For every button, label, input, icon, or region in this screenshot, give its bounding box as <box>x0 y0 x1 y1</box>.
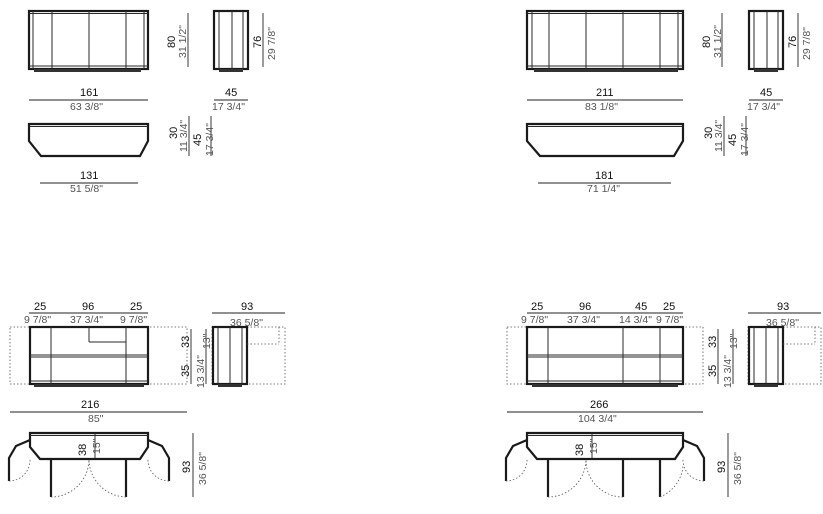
height-lower-cm: 35 <box>707 365 719 377</box>
plan-inner-in: 15" <box>91 438 103 454</box>
height-lower-in: 13 3/4" <box>195 355 207 388</box>
segment-4-cm: 25 <box>663 301 675 313</box>
dim-width-cm: 161 <box>80 87 98 99</box>
side-view-a <box>212 9 250 72</box>
front-view-b <box>525 9 685 72</box>
front-elevation-d <box>506 325 704 387</box>
side-depth-in: 36 5/8" <box>230 317 263 329</box>
sideboard-a: 80 31 1/2" 76 29 7/8" 161 63 3/8" 45 17 … <box>27 9 278 195</box>
dim-depth-in: 17 3/4" <box>747 101 780 113</box>
segment-1-cm: 25 <box>34 301 46 313</box>
sideboard-d: 25 9 7/8" 96 37 3/4" 45 14 3/4" 25 9 7/8… <box>504 301 822 498</box>
height-upper-cm: 33 <box>180 336 192 348</box>
segment-1-in: 9 7/8" <box>521 314 548 326</box>
base-view-a <box>27 122 150 158</box>
sideboard-c: 25 9 7/8" 96 37 3/4" 25 9 7/8" <box>7 301 286 498</box>
segment-3-cm: 25 <box>130 301 142 313</box>
side-depth-cm: 93 <box>241 301 253 313</box>
base-view-b <box>525 122 685 158</box>
dim-side-height-cm: 76 <box>252 36 264 48</box>
segment-2-cm: 96 <box>82 301 94 313</box>
dim-depth-cm: 45 <box>760 87 772 99</box>
plan-inner-in: 15" <box>588 438 600 454</box>
segment-1-cm: 25 <box>531 301 543 313</box>
height-upper-cm: 33 <box>707 336 719 348</box>
dim-base-h2-cm: 45 <box>192 134 204 146</box>
height-lower-cm: 35 <box>180 365 192 377</box>
total-width-in: 85" <box>88 413 104 425</box>
side-elevation-d <box>747 325 822 387</box>
dim-depth-in: 17 3/4" <box>212 101 245 113</box>
plan-inner-cm: 38 <box>77 444 89 456</box>
front-view-a <box>27 9 150 72</box>
dim-width-in: 83 1/8" <box>585 101 618 113</box>
dim-base-width-cm: 131 <box>80 170 98 182</box>
dim-side-height-in: 29 7/8" <box>266 27 278 60</box>
total-width-cm: 216 <box>81 399 99 411</box>
plan-depth-in: 36 5/8" <box>197 452 209 485</box>
dim-base-h2-in: 17 3/4" <box>739 123 751 156</box>
dim-base-h1-cm: 30 <box>703 127 715 139</box>
segment-3-in: 9 7/8" <box>120 314 147 326</box>
height-upper-in: 13" <box>728 333 740 349</box>
dim-height-cm: 80 <box>701 36 713 48</box>
dim-base-width-in: 51 5/8" <box>70 183 103 195</box>
segment-4-in: 9 7/8" <box>656 314 683 326</box>
side-elevation-c <box>211 325 286 387</box>
dim-height-cm: 80 <box>166 36 178 48</box>
total-width-in: 104 3/4" <box>578 413 617 425</box>
dim-base-width-cm: 181 <box>595 170 613 182</box>
side-depth-cm: 93 <box>777 301 789 313</box>
segment-1-in: 9 7/8" <box>24 314 51 326</box>
side-view-b <box>747 9 785 72</box>
dim-base-h2-in: 17 3/4" <box>204 123 216 156</box>
segment-3-cm: 45 <box>635 301 647 313</box>
plan-depth-in: 36 5/8" <box>732 452 744 485</box>
height-lower-in: 13 3/4" <box>722 355 734 388</box>
dim-side-height-in: 29 7/8" <box>801 27 813 60</box>
side-depth-in: 36 5/8" <box>766 317 799 329</box>
dim-base-h1-in: 11 3/4" <box>713 120 725 152</box>
front-elevation-c <box>9 325 188 387</box>
plan-inner-cm: 38 <box>574 444 586 456</box>
height-upper-in: 13" <box>201 333 213 349</box>
sideboard-b: 80 31 1/2" 76 29 7/8" 211 83 1/8" 45 17 … <box>525 9 813 195</box>
dim-base-h1-in: 11 3/4" <box>178 120 190 152</box>
dim-base-h2-cm: 45 <box>727 134 739 146</box>
dim-base-h1-cm: 30 <box>168 127 180 139</box>
dim-height-in: 31 1/2" <box>177 25 189 58</box>
dim-side-height-cm: 76 <box>787 36 799 48</box>
plan-depth-cm: 93 <box>716 461 728 473</box>
dim-base-width-in: 71 1/4" <box>587 183 620 195</box>
dim-depth-cm: 45 <box>225 87 237 99</box>
segment-2-cm: 96 <box>579 301 591 313</box>
plan-view-d <box>504 431 706 498</box>
segment-3-in: 14 3/4" <box>619 314 652 326</box>
dim-height-in: 31 1/2" <box>712 25 724 58</box>
segment-2-in: 37 3/4" <box>70 314 103 326</box>
dim-width-in: 63 3/8" <box>70 101 103 113</box>
dim-width-cm: 211 <box>596 87 614 99</box>
segment-2-in: 37 3/4" <box>567 314 600 326</box>
plan-depth-cm: 93 <box>181 461 193 473</box>
plan-view-c <box>7 431 171 498</box>
total-width-cm: 266 <box>590 399 608 411</box>
